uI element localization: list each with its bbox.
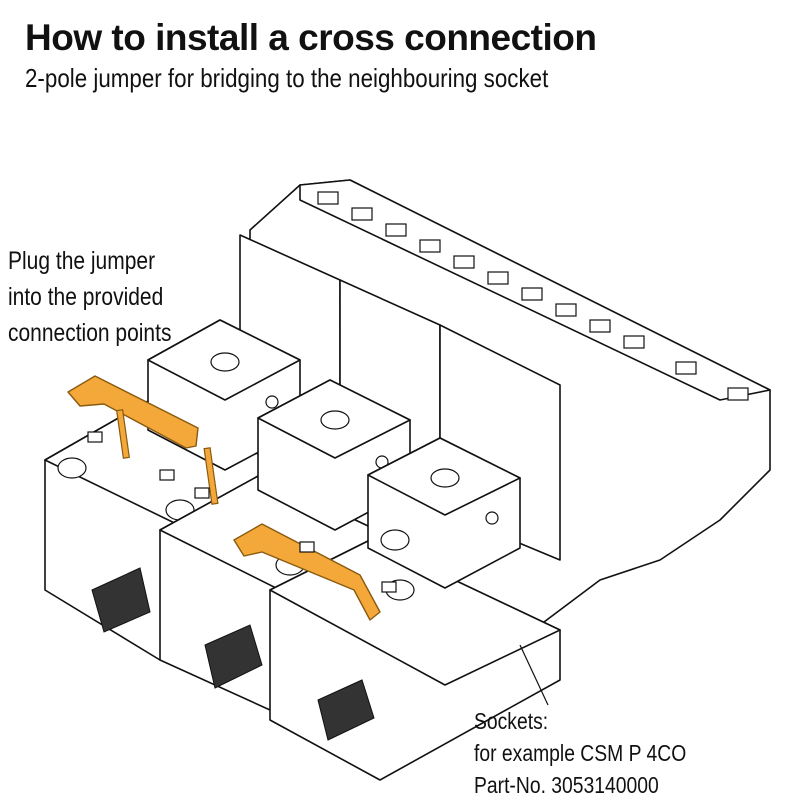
sockets-label-example: for example CSM P 4CO — [474, 740, 687, 766]
sockets-label-part-number: Part-No. 3053140000 — [474, 772, 659, 798]
page-subtitle: 2-pole jumper for bridging to the neighb… — [25, 63, 549, 93]
sockets-label-heading: Sockets: — [474, 708, 549, 734]
jumper-installed — [233, 523, 381, 621]
instruction-line-1: Plug the jumper — [8, 247, 156, 275]
jumper-upper — [67, 375, 219, 505]
install-instruction: Plug the jumper into the provided connec… — [8, 243, 171, 351]
page-title: How to install a cross connection — [25, 17, 597, 58]
instruction-line-2: into the provided — [8, 283, 164, 311]
sockets-leader-line — [519, 644, 549, 706]
sockets-label: Sockets: for example CSM P 4CO Part-No. … — [474, 705, 686, 801]
rear-terminal-row — [317, 191, 749, 401]
socket-module-3 — [269, 324, 561, 781]
connection-points — [87, 431, 397, 593]
instruction-line-3: connection points — [8, 319, 172, 347]
